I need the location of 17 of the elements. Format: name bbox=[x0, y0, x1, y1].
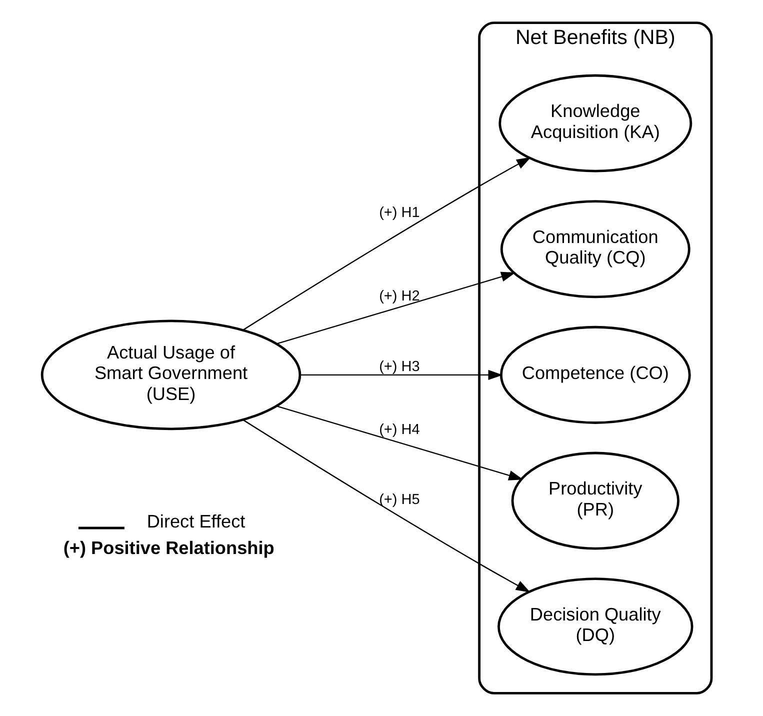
edge-label: (+) H1 bbox=[379, 205, 420, 222]
arrow bbox=[300, 370, 503, 380]
node-ellipse: Actual Usage of Smart Government (USE) bbox=[40, 320, 302, 430]
node-ellipse: Competence (CO) bbox=[500, 326, 691, 424]
arrow bbox=[242, 157, 532, 331]
node-ellipse: Productivity (PR) bbox=[511, 452, 680, 550]
edge-label: (+) H4 bbox=[379, 422, 420, 438]
arrow bbox=[242, 419, 530, 592]
label: (+) Positive Relationship bbox=[63, 538, 274, 558]
edge-label: (+) H2 bbox=[379, 288, 420, 305]
legend-label: Direct Effect bbox=[146, 511, 246, 532]
node-ellipse: Decision Quality (DQ) bbox=[498, 578, 694, 676]
node-ellipse: Knowledge Acquisition (KA) bbox=[498, 74, 692, 172]
arrow bbox=[276, 405, 524, 480]
edge-label: (+) H5 bbox=[379, 492, 420, 508]
arrow bbox=[276, 272, 516, 344]
edge-label: (+) H3 bbox=[379, 358, 420, 375]
